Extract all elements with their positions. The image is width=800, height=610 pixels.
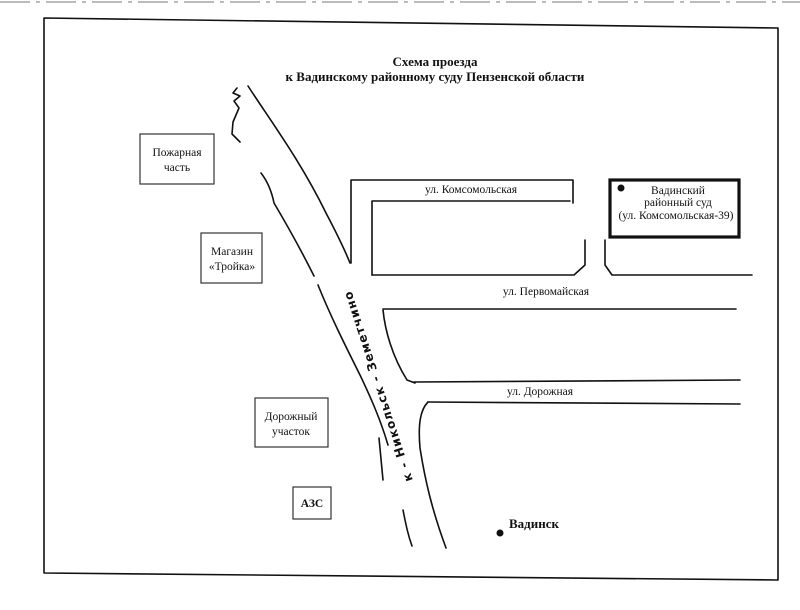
highway-left-edge-bottom <box>402 509 413 547</box>
shop-landmark: Магазин «Тройка» <box>200 232 263 284</box>
court-label-line3: (ул. Комсомольская-39) <box>618 210 733 222</box>
highway-left-dash <box>378 437 384 481</box>
town-dot <box>496 529 504 537</box>
highway-right-edge-top <box>247 85 351 264</box>
highway-left-edge <box>231 87 241 143</box>
highway-destination-label: к - Никольск - Земетчино <box>341 289 416 484</box>
fire-station-label-line2: часть <box>164 162 190 174</box>
komsomolskaya-label: ул. Комсомольская <box>425 184 518 196</box>
map-title-line2: к Вадинскому районному суду Пензенской о… <box>286 69 585 84</box>
dorozhnaya-label: ул. Дорожная <box>507 386 574 398</box>
fire-station-label-line1: Пожарная <box>152 147 202 159</box>
gas-station-landmark: АЗС <box>292 486 332 520</box>
court-label-line2: районный суд <box>644 197 712 209</box>
highway-right-edge-low <box>418 401 447 549</box>
highway-left-edge-mid <box>317 284 389 446</box>
gas-station-label: АЗС <box>301 498 323 510</box>
dorozhnaya-street <box>413 379 741 405</box>
fire-station-landmark: Пожарная часть <box>139 133 215 185</box>
court-label-line1: Вадинский <box>651 185 705 197</box>
road-section-landmark: Дорожный участок <box>254 397 329 448</box>
map-title-line1: Схема проезда <box>393 54 478 69</box>
highway-right-edge-mid <box>382 309 416 384</box>
highway-road <box>231 85 447 549</box>
highway-left-edge-lower <box>260 172 315 277</box>
road-section-label-line2: участок <box>272 426 310 438</box>
pervomayskaya-label: ул. Первомайская <box>503 286 590 298</box>
town-marker: Вадинск <box>496 516 559 537</box>
shop-label-line2: «Тройка» <box>209 261 256 273</box>
road-section-label-line1: Дорожный <box>265 411 318 423</box>
map-frame <box>0 1 800 581</box>
court-building: Вадинский районный суд (ул. Комсомольска… <box>608 178 741 239</box>
shop-label-line1: Магазин <box>211 246 253 258</box>
komsomolskaya-street <box>350 179 753 276</box>
town-label: Вадинск <box>509 516 559 531</box>
court-location-marker <box>617 184 625 192</box>
